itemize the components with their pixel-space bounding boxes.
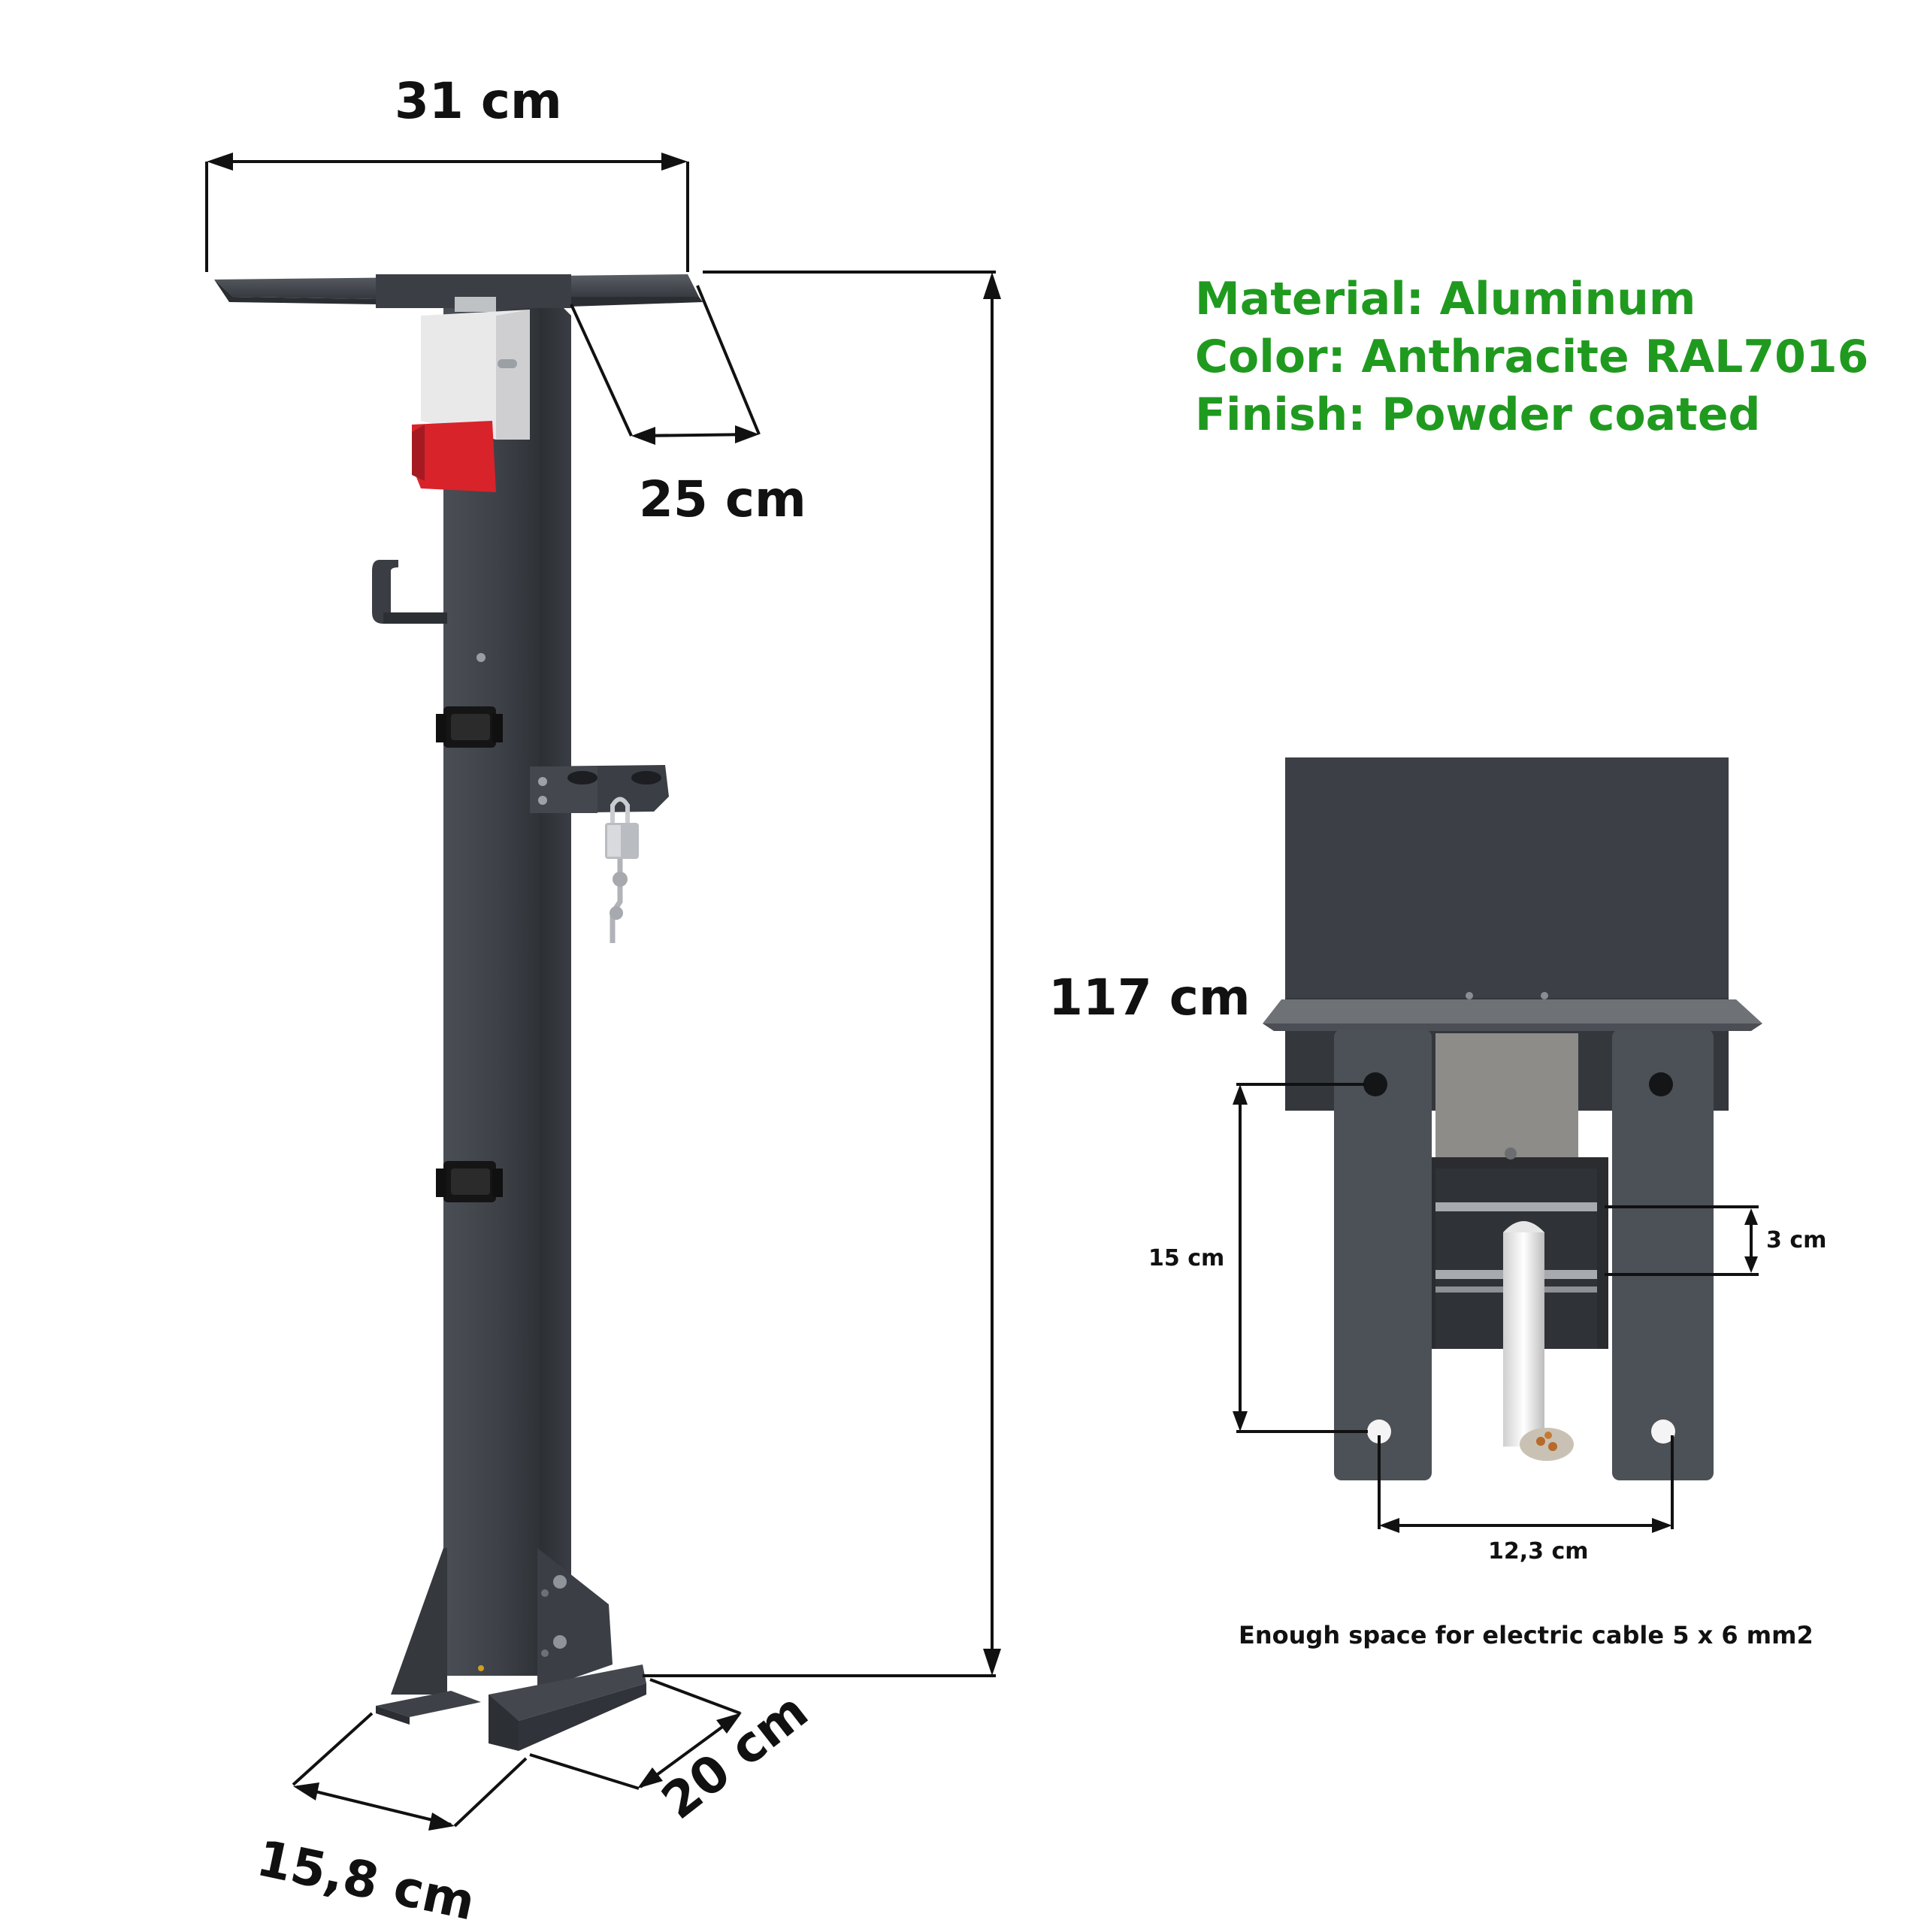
electric-cable (1503, 1221, 1574, 1461)
dimension-height: 117 cm (1048, 969, 1251, 1026)
cable-clamp-upper (436, 706, 503, 748)
mounting-detail-view (1233, 757, 1762, 1533)
dimension-lines (205, 153, 1001, 1831)
detail-bar-spacing: 3 cm (1766, 1227, 1827, 1253)
post-base (376, 1548, 646, 1751)
dimension-width-top: 31 cm (395, 72, 562, 130)
dimension-depth-top: 25 cm (639, 470, 806, 528)
spec-material: Material: Aluminum (1195, 273, 1696, 325)
cable-hook (372, 560, 447, 624)
padlock-icon (605, 797, 639, 943)
spec-color: Color: Anthracite RAL7016 (1195, 331, 1869, 383)
lock-bracket (530, 765, 669, 943)
base-flange-right (1612, 1029, 1714, 1480)
cable-space-note: Enough space for electric cable 5 x 6 mm… (1239, 1621, 1814, 1649)
detail-hole-spacing-horizontal: 12,3 cm (1488, 1538, 1589, 1565)
post (214, 274, 703, 1751)
spec-finish: Finish: Powder coated (1195, 389, 1761, 441)
base-flange-left (1334, 1029, 1432, 1480)
cable-clamp-lower (436, 1161, 503, 1202)
detail-hole-spacing-vertical: 15 cm (1148, 1245, 1225, 1271)
cee-socket (412, 297, 530, 492)
